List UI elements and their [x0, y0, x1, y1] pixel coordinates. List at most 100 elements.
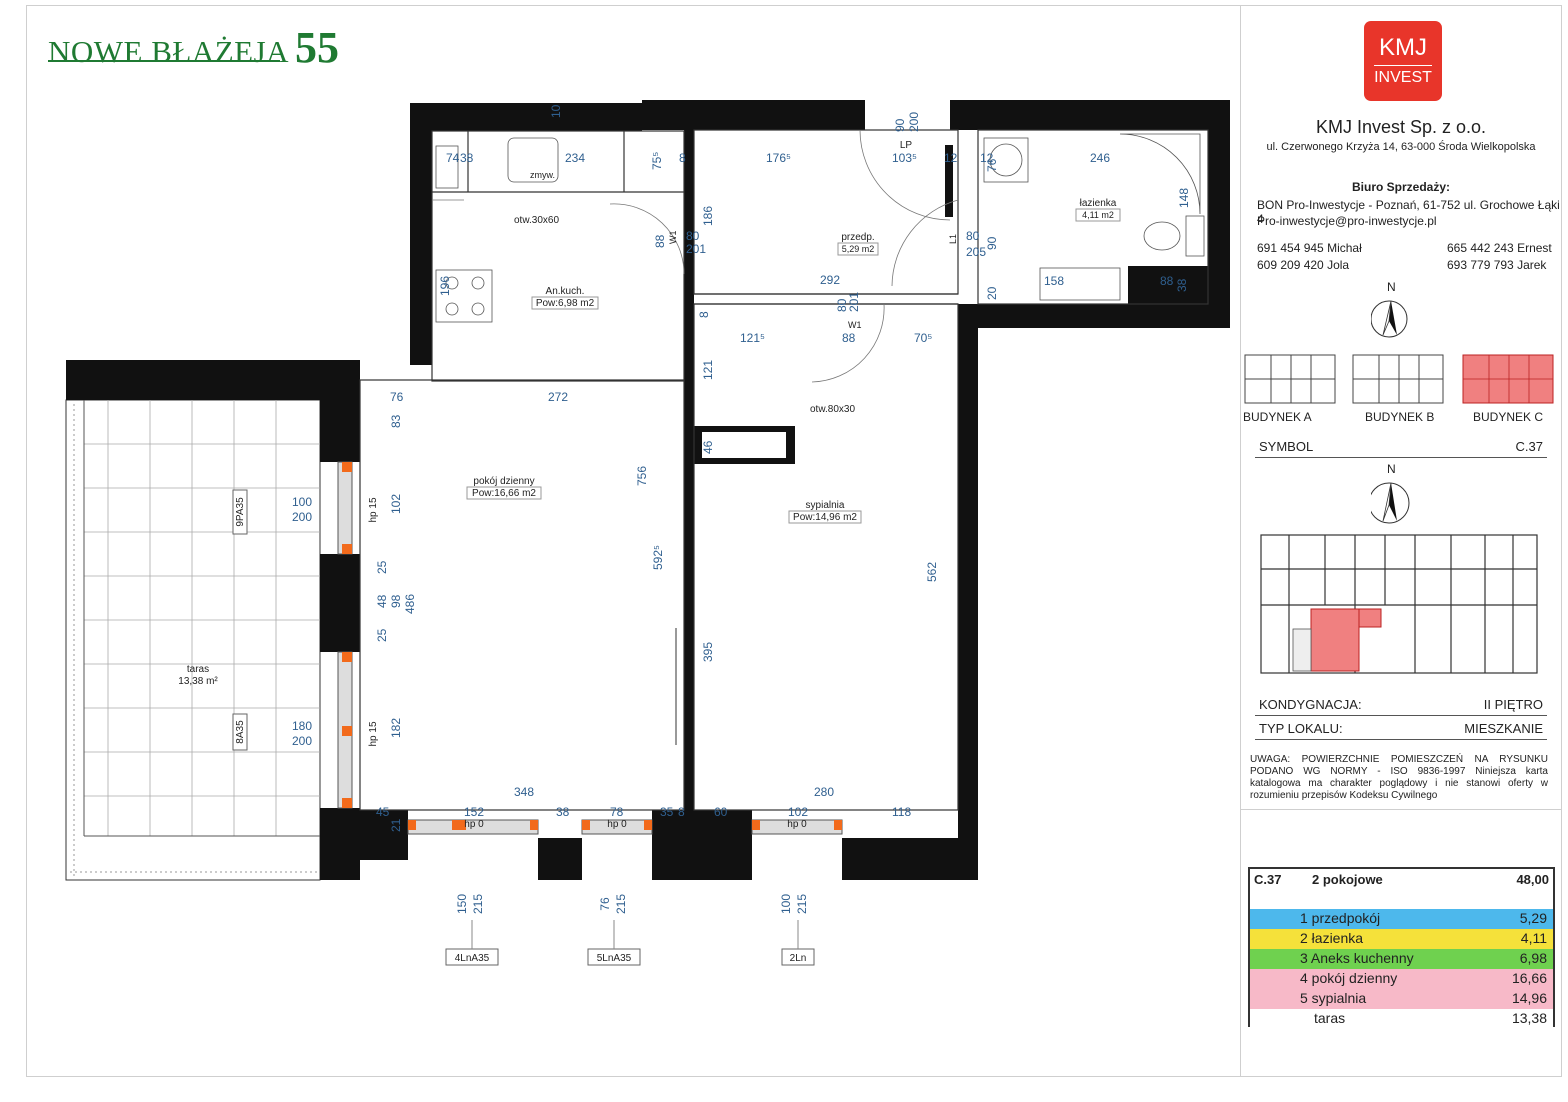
door-tag-bath: L1 — [948, 234, 958, 244]
phone-michal[interactable]: 691 454 945 Michał — [1257, 241, 1362, 255]
door-tag-kitchen: W1 — [668, 231, 678, 245]
dim-60: 60 — [714, 805, 728, 819]
room-area-terrace: 13,38 m² — [178, 676, 218, 687]
dim-200c: 200 — [907, 112, 921, 132]
dim-70-5: 70⁵ — [914, 331, 932, 345]
dim-200b: 200 — [292, 734, 312, 748]
dim-121-5: 121⁵ — [740, 331, 765, 345]
terrace — [65, 399, 321, 881]
room-area-living: Pow:16,66 m2 — [472, 488, 536, 499]
bottom-window-2-w: 76 — [598, 897, 612, 911]
area-table-header: C.37 2 pokojowe 48,00 — [1250, 869, 1553, 891]
phone-jarek[interactable]: 693 779 793 Jarek — [1447, 258, 1547, 272]
area-row-taras: taras 13,38 — [1250, 1009, 1553, 1029]
sill-label-c: hp 0 — [464, 819, 484, 830]
door-tag-bedroom: W1 — [848, 320, 862, 330]
dim-8b: 8 — [697, 311, 711, 318]
area-row-label: 2 łazienka — [1300, 930, 1364, 946]
area-row-pokoj: 4 pokój dzienny 16,66 — [1250, 969, 1553, 989]
dim-100a: 100 — [292, 495, 312, 509]
dim-80b: 80 — [966, 229, 980, 243]
dim-176-5: 176⁵ — [766, 151, 791, 165]
building-a-thumb — [1244, 354, 1336, 404]
company-address: ul. Czerwonego Krzyża 14, 63-000 Środa W… — [1266, 141, 1536, 153]
terrace-grid — [84, 400, 320, 836]
dim-272: 272 — [548, 390, 568, 404]
building-c-thumb — [1462, 354, 1554, 404]
dim-182: 182 — [389, 718, 403, 738]
dim-186: 186 — [701, 206, 715, 226]
typ-label: TYP LOKALU: — [1259, 721, 1343, 736]
typ-row: TYP LOKALU: MIESZKANIE — [1259, 721, 1543, 736]
area-row-label: 1 przedpokój — [1300, 910, 1381, 926]
dim-205: 205 — [966, 245, 986, 259]
dim-46: 46 — [701, 440, 715, 454]
dim-38b: 38 — [1175, 278, 1189, 292]
dim-12a: 12 — [944, 151, 958, 165]
dim-76a: 76 — [985, 158, 999, 172]
sill-label-b: hp 15 — [368, 721, 379, 746]
dim-21: 21 — [389, 818, 403, 832]
phone-jola[interactable]: 609 209 420 Jola — [1257, 258, 1350, 272]
window-tags: 9PA35 8A35 150 215 4LnA35 76 215 5LnA35 … — [232, 489, 815, 966]
dim-148: 148 — [1177, 188, 1191, 208]
area-table-total: 48,00 — [1516, 872, 1549, 887]
building-c-label: BUDYNEK C — [1473, 410, 1544, 424]
dim-38a: 38 — [460, 151, 474, 165]
kondygnacja-row: KONDYGNACJA: II PIĘTRO — [1259, 697, 1543, 712]
logo-top-text: KMJ — [1379, 34, 1427, 61]
sales-office-email[interactable]: Pro-inwestycje@pro-inwestycje.pl — [1257, 214, 1437, 228]
area-row-sypialnia: 5 sypialnia 14,96 — [1250, 989, 1553, 1009]
dim-562: 562 — [925, 562, 939, 582]
dim-88c: 88 — [842, 331, 856, 345]
dim-98: 98 — [389, 594, 403, 608]
phone-ernest[interactable]: 665 442 243 Ernest — [1447, 241, 1552, 255]
symbol-underline — [1255, 457, 1547, 458]
terrace-outline — [65, 399, 321, 881]
dim-25a: 25 — [375, 560, 389, 574]
dim-10: 10 — [549, 104, 563, 118]
building-b-thumb — [1352, 354, 1444, 404]
dim-196: 196 — [438, 276, 452, 296]
dim-88b: 88 — [1160, 274, 1174, 288]
kondygnacja-value: II PIĘTRO — [1483, 697, 1543, 712]
area-row-lazienka: 2 łazienka 4,11 — [1250, 929, 1553, 949]
room-name-hall: przedp. — [841, 232, 874, 243]
company-name: KMJ Invest Sp. z o.o. — [1315, 117, 1487, 137]
sidebar-divider — [1240, 5, 1241, 1077]
dim-80c: 80 — [835, 298, 849, 312]
walls — [66, 100, 1230, 880]
dim-25b: 25 — [375, 628, 389, 642]
dim-292: 292 — [820, 273, 840, 287]
area-row-value: 6,98 — [1519, 950, 1547, 966]
dim-48: 48 — [375, 594, 389, 608]
room-labels: An.kuch. Pow:6,98 m2 przedp. 5,29 m2 łaz… — [178, 140, 1121, 830]
sill-label-d: hp 0 — [607, 819, 627, 830]
bottom-window-3-w: 100 — [779, 894, 793, 914]
compass-n-label-2: N — [1387, 462, 1396, 476]
room-area-hall: 5,29 m2 — [842, 244, 875, 254]
dim-12b: 12 — [980, 151, 994, 165]
window-tag-left-bottom: 8A35 — [235, 720, 246, 744]
logo-rule — [1374, 65, 1432, 66]
opening-label-kitchen: otw.30x60 — [514, 215, 559, 226]
dim-201a: 201 — [686, 242, 706, 256]
area-table-code: C.37 — [1254, 872, 1282, 887]
shaft — [702, 432, 786, 458]
floor-plan: An.kuch. Pow:6,98 m2 przedp. 5,29 m2 łaz… — [65, 100, 1230, 966]
disclaimer-note: UWAGA: POWIERZCHNIE POMIESZCZEŃ NA RYSUN… — [1250, 754, 1548, 801]
area-row-value: 4,11 — [1520, 930, 1547, 946]
symbol-row: SYMBOL C.37 — [1259, 439, 1543, 454]
logo-bottom-text: INVEST — [1374, 69, 1432, 86]
area-row-label: 4 pokój dzienny — [1300, 970, 1398, 986]
typ-value: MIESZKANIE — [1464, 721, 1543, 736]
logo-underline — [48, 60, 280, 62]
room-name-bathroom: łazienka — [1080, 198, 1117, 209]
area-row-label: 5 sypialnia — [1300, 990, 1367, 1006]
dim-76b: 76 — [390, 390, 404, 404]
dimension-texts: 74 38 234 75⁵ 8 176⁵ 103⁵ 12 12 76 246 1… — [292, 104, 1191, 832]
dim-348: 348 — [514, 785, 534, 799]
project-title: NOWE BŁAŻEJA — [48, 34, 290, 69]
area-row-value: 5,29 — [1519, 910, 1547, 926]
dim-80a: 80 — [686, 229, 700, 243]
